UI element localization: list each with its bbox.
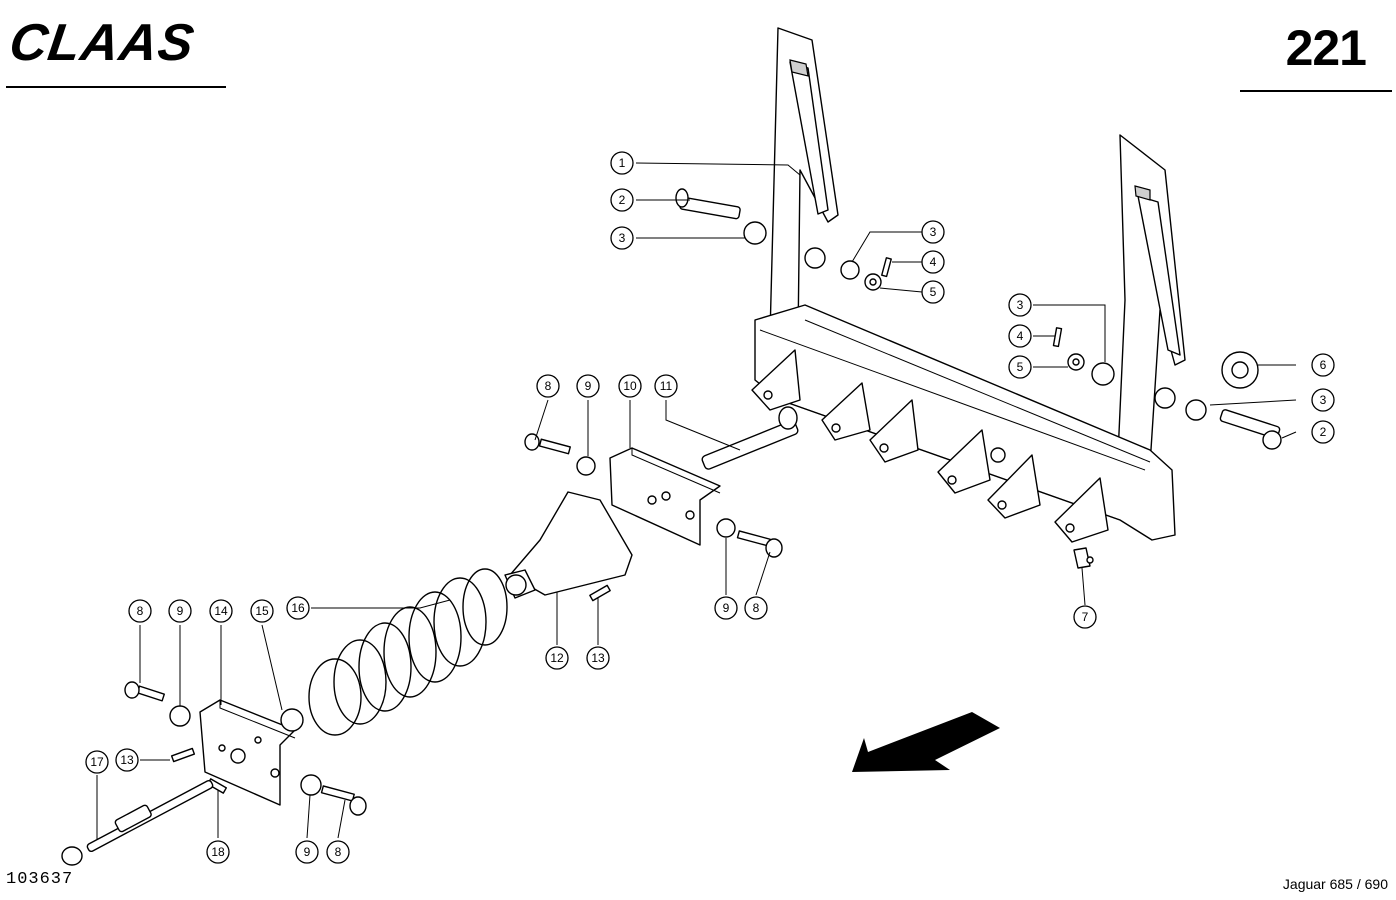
callout-9: 9	[576, 374, 600, 398]
svg-text:4: 4	[930, 255, 937, 269]
callout-3: 3	[1311, 388, 1335, 412]
leader-lines	[96, 162, 1297, 840]
svg-text:8: 8	[137, 604, 144, 618]
svg-text:7: 7	[1082, 610, 1089, 624]
lower-plate-group	[61, 681, 367, 866]
callout-7: 7	[1073, 605, 1097, 629]
svg-text:2: 2	[1320, 425, 1327, 439]
callout-11: 11	[654, 374, 678, 398]
callout-16: 16	[286, 596, 310, 620]
callout-3: 3	[921, 220, 945, 244]
callout-3: 3	[610, 226, 634, 250]
header-rule-right	[1240, 90, 1392, 92]
model-label: Jaguar 685 / 690	[1282, 876, 1388, 892]
svg-text:16: 16	[291, 601, 305, 615]
svg-text:6: 6	[1320, 358, 1327, 372]
svg-text:2: 2	[619, 193, 626, 207]
callout-17: 17	[85, 750, 109, 774]
callout-6: 6	[1311, 353, 1335, 377]
svg-text:5: 5	[930, 285, 937, 299]
callout-4: 4	[921, 250, 945, 274]
callout-8: 8	[744, 596, 768, 620]
callout-8: 8	[536, 374, 560, 398]
callout-10: 10	[618, 374, 642, 398]
svg-text:10: 10	[623, 379, 637, 393]
svg-text:8: 8	[545, 379, 552, 393]
svg-text:3: 3	[930, 225, 937, 239]
svg-text:4: 4	[1017, 329, 1024, 343]
callout-13: 13	[115, 748, 139, 772]
callout-15: 15	[250, 599, 274, 623]
svg-text:9: 9	[723, 601, 730, 615]
svg-text:15: 15	[255, 604, 269, 618]
callout-1: 1	[610, 151, 634, 175]
callout-18: 18	[206, 840, 230, 864]
callout-8: 8	[128, 599, 152, 623]
callout-8: 8	[326, 840, 350, 864]
svg-text:8: 8	[335, 845, 342, 859]
compression-spring	[308, 568, 508, 736]
page-number: 221	[1285, 20, 1367, 76]
svg-text:17: 17	[90, 755, 104, 769]
frame-left-upright-tab	[789, 59, 809, 77]
frame-crossbeam	[754, 304, 1176, 541]
header-rule-left	[6, 86, 226, 88]
tensioner-fork	[509, 491, 633, 596]
frame-assembly	[751, 27, 1186, 543]
svg-text:13: 13	[591, 651, 605, 665]
svg-text:3: 3	[619, 231, 626, 245]
callout-12: 12	[545, 646, 569, 670]
frame-right-upright-rib	[1137, 195, 1181, 356]
svg-text:3: 3	[1320, 393, 1327, 407]
grease-nipple	[1073, 547, 1094, 569]
svg-text:14: 14	[214, 604, 228, 618]
callout-9: 9	[714, 596, 738, 620]
svg-text:9: 9	[304, 845, 311, 859]
svg-text:12: 12	[550, 651, 564, 665]
callout-5: 5	[921, 280, 945, 304]
callout-3: 3	[1008, 293, 1032, 317]
document-id: 103637	[6, 870, 74, 889]
spring-plate	[199, 699, 296, 806]
svg-text:9: 9	[585, 379, 592, 393]
right-pin-group	[1052, 327, 1282, 450]
svg-text:1: 1	[619, 156, 626, 170]
svg-text:3: 3	[1017, 298, 1024, 312]
direction-arrow	[852, 712, 1000, 772]
callout-14: 14	[209, 599, 233, 623]
callout-9: 9	[295, 840, 319, 864]
callout-2: 2	[610, 188, 634, 212]
callout-4: 4	[1008, 324, 1032, 348]
tensioner-assembly	[504, 406, 799, 602]
frame-crossbeam-edge-2	[804, 319, 1151, 463]
svg-text:5: 5	[1017, 360, 1024, 374]
svg-text:13: 13	[120, 753, 134, 767]
frame-crossbeam-edge	[759, 329, 1146, 471]
svg-text:18: 18	[211, 845, 225, 859]
callout-13: 13	[586, 646, 610, 670]
svg-text:11: 11	[660, 379, 673, 393]
callout-2: 2	[1311, 420, 1335, 444]
callout-5: 5	[1008, 355, 1032, 379]
upper-pin-group	[675, 188, 892, 291]
frame-right-upright-tab	[1134, 185, 1151, 201]
svg-text:9: 9	[177, 604, 184, 618]
svg-text:8: 8	[753, 601, 760, 615]
callout-9: 9	[168, 599, 192, 623]
frame-right-upright	[1117, 134, 1186, 466]
